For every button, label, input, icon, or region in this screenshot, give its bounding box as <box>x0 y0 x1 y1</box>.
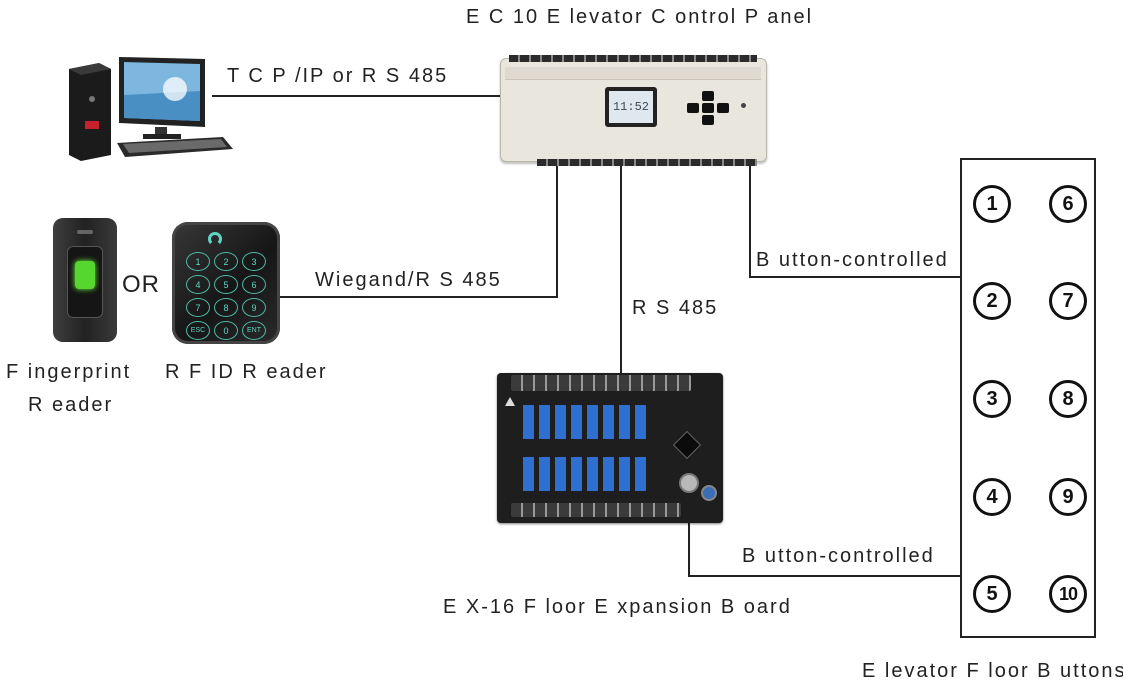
board-buttons-link-label: B utton-controlled <box>742 545 935 567</box>
board-relay-row-top <box>523 405 647 439</box>
floor-button-5[interactable]: 5 <box>973 575 1011 613</box>
fingerprint-reader-window <box>67 246 103 318</box>
keypad-key: 2 <box>214 252 238 271</box>
keypad-key: 7 <box>186 298 210 317</box>
keypad-key: 3 <box>242 252 266 271</box>
down-arrow-key <box>702 115 714 125</box>
board-capacitor <box>679 473 699 493</box>
fingerprint-reader-indicator <box>77 230 93 234</box>
board-blue-capacitor <box>701 485 717 501</box>
desktop-computer <box>55 55 235 165</box>
pc-to-panel-wire <box>212 95 502 97</box>
left-arrow-key <box>687 103 699 113</box>
panel-status-led <box>741 103 746 108</box>
board-link-label: R S 485 <box>632 297 719 319</box>
reader-wire-vertical <box>556 160 558 298</box>
board-buttons-wire-horizontal <box>688 575 961 577</box>
center-key <box>702 103 714 113</box>
panel-bottom-terminals <box>537 159 757 166</box>
rfid-keypad-reader: 1 2 3 4 5 6 7 8 9 ESC 0 ENT <box>172 222 280 344</box>
panel-top-rail <box>505 67 761 80</box>
board-warning-icon <box>505 397 515 406</box>
panel-buttons-wire-vertical <box>749 160 751 277</box>
keypad-key: ESC <box>186 321 210 340</box>
keypad-key: 5 <box>214 275 238 294</box>
pc-link-label: T C P /IP or R S 485 <box>227 65 449 87</box>
floor-button-8[interactable]: 8 <box>1049 380 1087 418</box>
right-arrow-key <box>717 103 729 113</box>
keypad-key: ENT <box>242 321 266 340</box>
panel-nav-keys <box>685 91 733 127</box>
panel-lcd-screen: 11:52 <box>609 91 653 123</box>
floor-button-7[interactable]: 7 <box>1049 282 1087 320</box>
rfid-reader-label: R F ID R eader <box>165 361 328 383</box>
board-buttons-wire-vertical <box>688 522 690 576</box>
board-relay-row-bottom <box>523 457 647 491</box>
fingerprint-reader-label-line2: R eader <box>28 394 114 416</box>
floor-button-4[interactable]: 4 <box>973 478 1011 516</box>
reader-wire-horizontal <box>280 296 558 298</box>
board-top-terminal-strip <box>511 375 691 391</box>
rfid-keypad-grid: 1 2 3 4 5 6 7 8 9 ESC 0 ENT <box>186 252 266 340</box>
control-panel-title: E C 10 E levator C ontrol P anel <box>466 6 814 28</box>
floor-button-2[interactable]: 2 <box>973 282 1011 320</box>
floor-button-6[interactable]: 6 <box>1049 185 1087 223</box>
up-arrow-key <box>702 91 714 101</box>
keypad-key: 1 <box>186 252 210 271</box>
board-bottom-terminal-strip <box>511 503 681 517</box>
fingerprint-sensor-icon <box>75 261 95 289</box>
fingerprint-reader-label-line1: F ingerprint <box>6 361 132 383</box>
fingerprint-reader <box>53 218 117 342</box>
panel-buttons-wire-horizontal <box>749 276 961 278</box>
panel-to-board-wire <box>620 160 622 375</box>
floor-buttons-title: E levator F loor B uttons <box>862 660 1123 682</box>
board-microcontroller-chip <box>672 430 702 460</box>
ec10-control-panel: 11:52 <box>500 55 767 166</box>
panel-buttons-link-label: B utton-controlled <box>756 249 949 271</box>
elevator-button-panel: 1 2 3 4 5 6 7 8 9 10 <box>960 158 1096 638</box>
ex16-expansion-board <box>497 373 723 523</box>
computer-icon <box>69 57 233 161</box>
keypad-key: 6 <box>242 275 266 294</box>
keypad-key: 9 <box>242 298 266 317</box>
expansion-board-title: E X-16 F loor E xpansion B oard <box>443 596 792 618</box>
panel-top-terminals <box>509 55 757 62</box>
keypad-key: 0 <box>214 321 238 340</box>
rfid-wave-icon <box>208 232 222 246</box>
keypad-key: 4 <box>186 275 210 294</box>
reader-link-label: Wiegand/R S 485 <box>315 269 502 291</box>
keypad-key: 8 <box>214 298 238 317</box>
floor-button-10[interactable]: 10 <box>1049 575 1087 613</box>
panel-lcd-display: 11:52 <box>605 87 657 127</box>
floor-button-9[interactable]: 9 <box>1049 478 1087 516</box>
floor-button-1[interactable]: 1 <box>973 185 1011 223</box>
or-label: OR <box>122 271 160 298</box>
floor-button-3[interactable]: 3 <box>973 380 1011 418</box>
